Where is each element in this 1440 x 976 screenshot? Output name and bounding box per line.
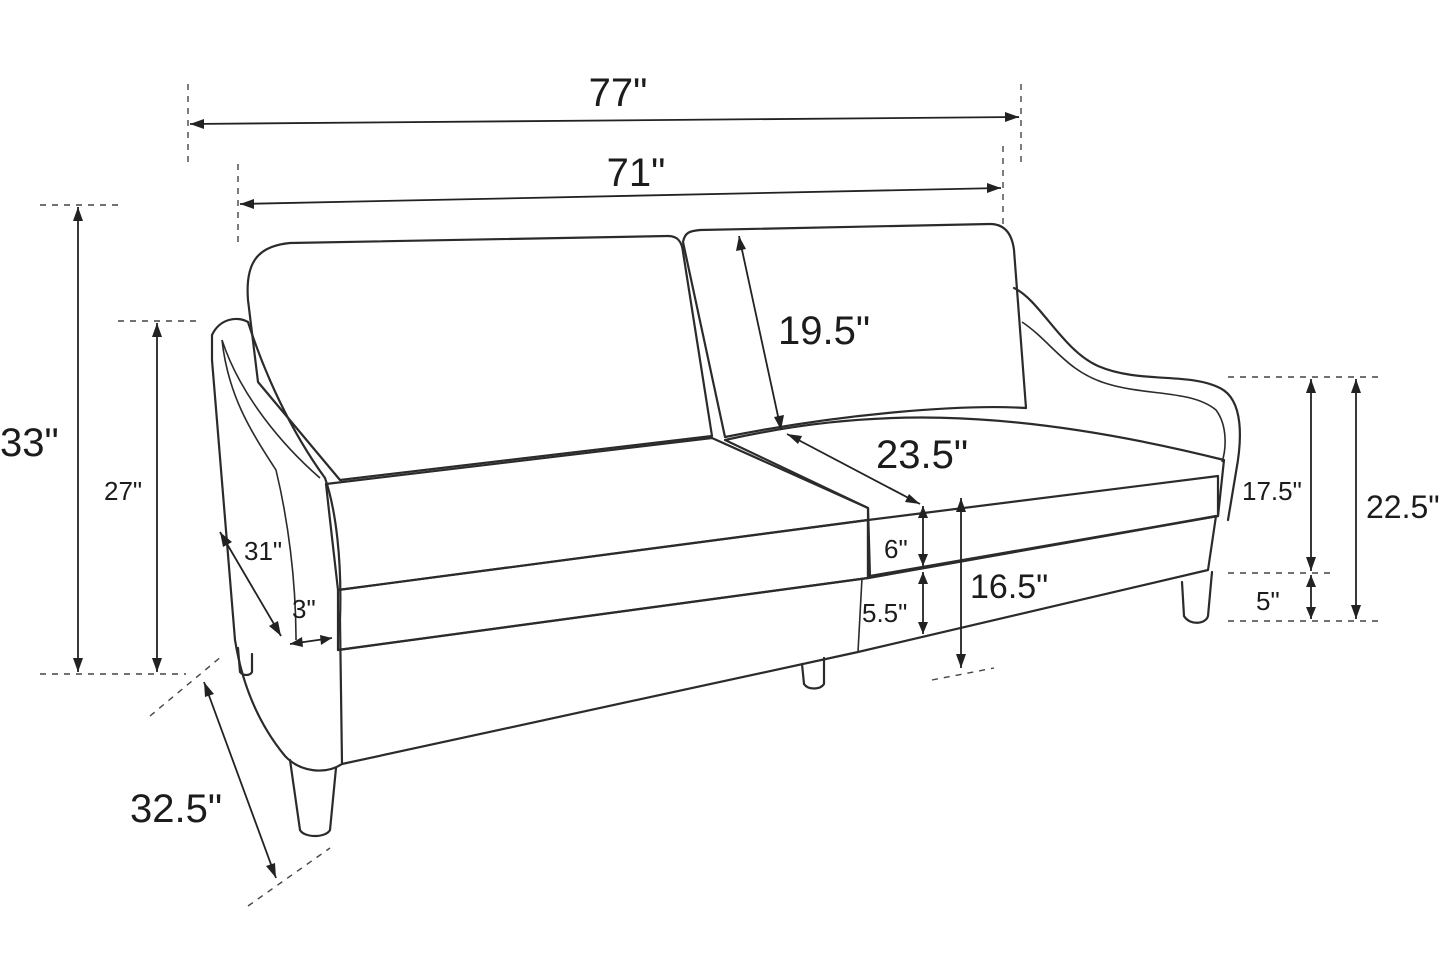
dimension-labels: 77" 71" 33" 27" 19.5" 23.5" 31" 3" 6" 5.… [0, 71, 1440, 831]
label-seat-height: 16.5" [970, 568, 1048, 606]
left-arm [210, 317, 344, 772]
label-overall-depth: 32.5" [130, 787, 222, 831]
left-arm-seam [221, 339, 321, 479]
dim-line-seat-width [239, 187, 1002, 205]
dim-line-overall-depth [203, 681, 277, 879]
label-back-cushion: 19.5" [778, 309, 870, 353]
left-arm-inner [221, 339, 297, 641]
label-overall-height: 33" [0, 421, 59, 465]
dim-line-arm-depth [219, 531, 282, 637]
dimension-lines [40, 84, 1384, 907]
leg-back-left [236, 646, 254, 677]
leg-front-right [1180, 570, 1214, 624]
label-arm-rest-height: 17.5" [1242, 476, 1302, 506]
back-cushion-left [246, 234, 714, 482]
right-arm-inner [1021, 321, 1226, 463]
dim-line-overall-width [189, 116, 1020, 125]
leg-middle [800, 656, 826, 690]
label-arm-height: 22.5" [1366, 489, 1440, 525]
label-overall-width: 77" [589, 71, 648, 115]
dim-line-seat-depth [786, 433, 921, 505]
seat-cushion-left [324, 436, 870, 592]
seat-front-right [866, 474, 1220, 580]
label-seat-depth: 23.5" [876, 433, 968, 477]
label-arm-width: 3" [292, 594, 316, 624]
leg-front-left [288, 758, 338, 838]
label-cushion-thickness: 6" [884, 534, 908, 564]
label-seat-width: 71" [607, 151, 666, 195]
label-arm-depth: 31" [244, 536, 282, 566]
seat-cushion-right [723, 416, 1226, 578]
label-leg-height: 5" [1256, 586, 1280, 616]
right-arm [1012, 286, 1241, 522]
back-cushion-right [681, 222, 1028, 439]
seat-front-left [336, 518, 870, 652]
label-base-height: 5.5" [862, 598, 907, 628]
label-back-height: 27" [104, 476, 142, 506]
dim-line-back-cushion [738, 235, 782, 431]
base-front [336, 514, 1218, 766]
sofa-drawing [210, 222, 1241, 838]
base-division [857, 577, 863, 653]
